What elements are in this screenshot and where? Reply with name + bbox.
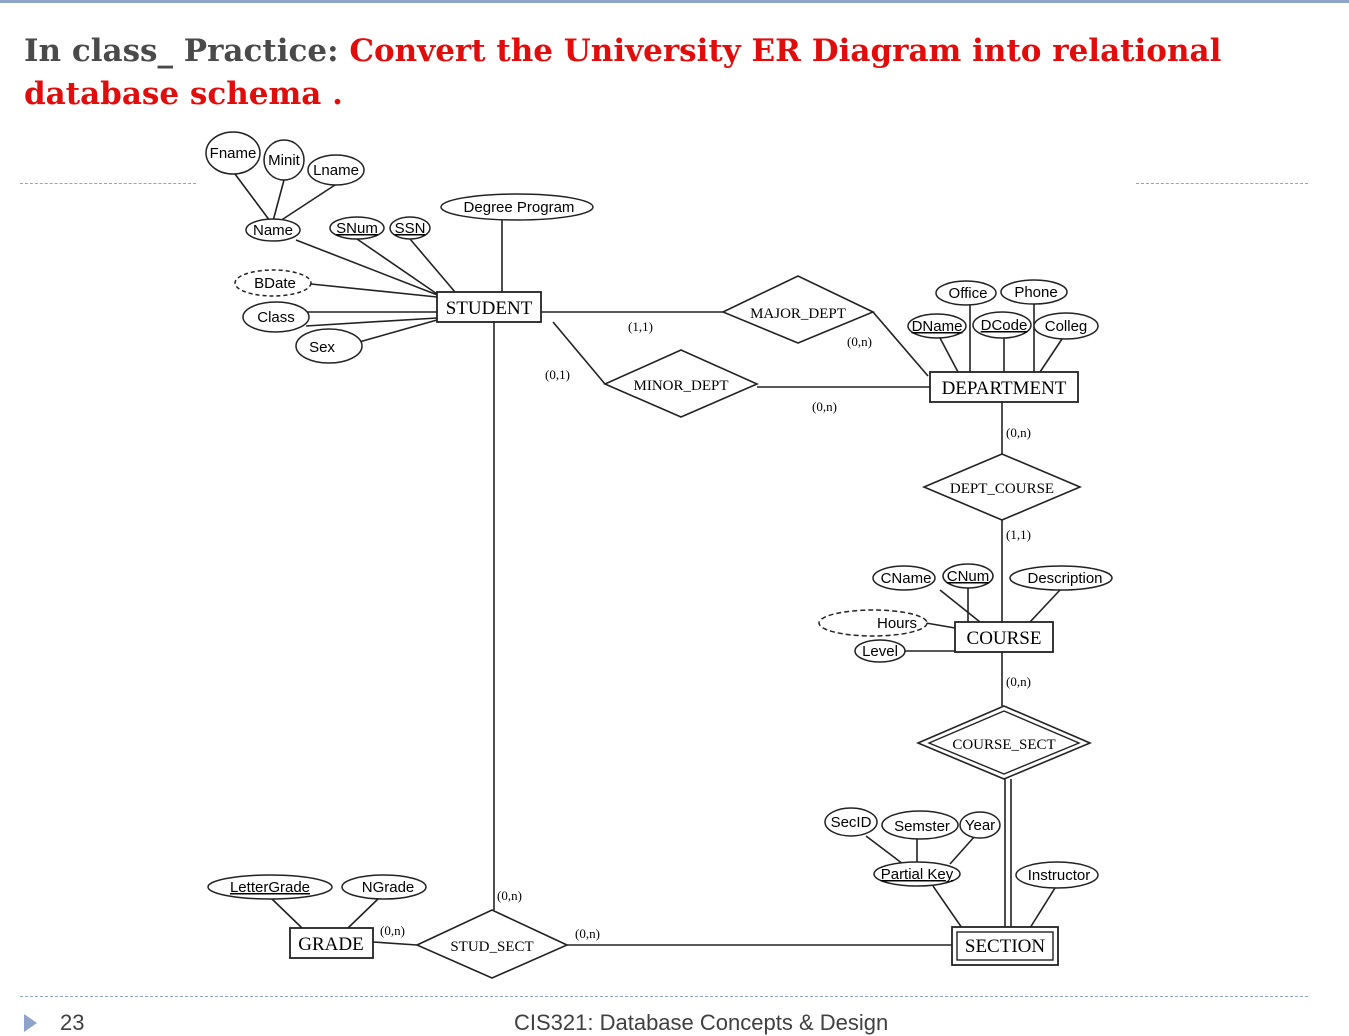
attr-degree-program[interactable]: Degree Program xyxy=(440,193,594,221)
er-diagram: STUDENT DEPARTMENT COURSE SECTION GRADE … xyxy=(205,131,1113,979)
attr-name[interactable]: Name xyxy=(245,218,301,242)
svg-text:Name: Name xyxy=(253,222,293,239)
relationship-stud-sect[interactable]: STUD_SECT xyxy=(415,909,569,979)
attr-secid[interactable]: SecID xyxy=(824,807,878,837)
attr-sex[interactable]: Sex xyxy=(295,328,363,364)
cardinality-dept-course-dept: (0,n) xyxy=(1006,425,1031,440)
cardinality-dept-course-course: (1,1) xyxy=(1006,527,1031,542)
svg-text:Description: Description xyxy=(1027,570,1102,587)
title-lead: In class_ Practice: xyxy=(24,33,350,69)
attr-dname[interactable]: DName xyxy=(907,313,967,339)
svg-text:Degree Program: Degree Program xyxy=(464,199,575,216)
relationship-course-sect[interactable]: COURSE_SECT xyxy=(915,705,1093,780)
svg-text:LetterGrade: LetterGrade xyxy=(230,879,310,896)
cardinality-minor-student: (0,1) xyxy=(545,367,570,382)
cardinality-major-student: (1,1) xyxy=(628,319,653,334)
cardinality-labels: (1,1) (0,n) (0,1) (0,n) (0,n) (1,1) (0,n… xyxy=(380,319,1031,941)
attr-cnum[interactable]: CNum xyxy=(942,563,994,589)
attr-description[interactable]: Description xyxy=(1009,565,1113,591)
page-number: 23 xyxy=(60,1010,85,1035)
attr-instructor[interactable]: Instructor xyxy=(1015,861,1099,889)
entity-label: GRADE xyxy=(298,934,363,955)
relationship-label: MAJOR_DEPT xyxy=(750,306,846,322)
svg-text:SecID: SecID xyxy=(831,814,872,831)
attr-phone[interactable]: Phone xyxy=(1000,279,1068,305)
relationship-label: DEPT_COURSE xyxy=(950,481,1054,497)
attr-letter-grade[interactable]: LetterGrade xyxy=(207,874,333,900)
cardinality-major-dept: (0,n) xyxy=(847,334,872,349)
svg-text:Partial Key: Partial Key xyxy=(881,866,954,883)
cardinality-stud-sect-section: (0,n) xyxy=(575,926,600,941)
svg-text:Colleg: Colleg xyxy=(1045,318,1088,335)
footer-triangle-icon xyxy=(24,1014,37,1032)
svg-text:Class: Class xyxy=(257,309,295,326)
attr-fname[interactable]: Fname xyxy=(205,131,261,175)
top-rule xyxy=(0,0,1349,3)
svg-text:NGrade: NGrade xyxy=(362,879,415,896)
relationship-label: COURSE_SECT xyxy=(952,737,1055,753)
footer-rule xyxy=(20,996,1308,997)
svg-text:Instructor: Instructor xyxy=(1028,867,1091,884)
svg-text:Fname: Fname xyxy=(210,145,257,162)
attr-cname[interactable]: CName xyxy=(872,565,936,591)
attr-lname[interactable]: Lname xyxy=(307,154,365,186)
entity-grade[interactable]: GRADE xyxy=(289,927,374,959)
relationship-dept-course[interactable]: DEPT_COURSE xyxy=(921,453,1083,521)
svg-text:Sex: Sex xyxy=(309,339,335,356)
relationship-major-dept[interactable]: MAJOR_DEPT xyxy=(721,275,875,344)
identifying-link xyxy=(1004,779,1012,927)
svg-text:Lname: Lname xyxy=(313,162,359,179)
connector-lines xyxy=(234,173,1063,946)
entity-label: COURSE xyxy=(967,628,1042,649)
svg-text:Year: Year xyxy=(965,817,995,834)
svg-text:DName: DName xyxy=(912,318,963,335)
upper-left-rule xyxy=(20,183,196,184)
svg-text:SSN: SSN xyxy=(395,220,426,237)
svg-text:SNum: SNum xyxy=(336,220,378,237)
entity-label: SECTION xyxy=(965,936,1046,957)
cardinality-minor-dept: (0,n) xyxy=(812,399,837,414)
attr-semster[interactable]: Semster xyxy=(881,810,959,840)
entity-department[interactable]: DEPARTMENT xyxy=(929,371,1079,403)
attr-class[interactable]: Class xyxy=(242,301,310,333)
upper-right-rule xyxy=(1136,183,1308,184)
svg-text:Semster: Semster xyxy=(894,818,950,835)
attr-office[interactable]: Office xyxy=(935,280,997,306)
attr-level[interactable]: Level xyxy=(854,639,906,663)
cardinality-stud-sect-grade: (0,n) xyxy=(380,923,405,938)
svg-text:DCode: DCode xyxy=(981,317,1028,334)
relationship-label: MINOR_DEPT xyxy=(633,378,728,394)
attr-hours[interactable]: Hours xyxy=(818,609,928,637)
attr-colleg[interactable]: Colleg xyxy=(1033,312,1099,340)
relationship-minor-dept[interactable]: MINOR_DEPT xyxy=(603,349,759,418)
attr-partial-key[interactable]: Partial Key xyxy=(873,861,961,887)
svg-text:Minit: Minit xyxy=(268,152,301,169)
slide-title: In class_ Practice: Convert the Universi… xyxy=(24,30,1324,116)
svg-text:Phone: Phone xyxy=(1014,284,1057,301)
svg-text:CName: CName xyxy=(881,570,932,587)
attr-minit[interactable]: Minit xyxy=(263,139,305,181)
title-main: Convert the University ER Diagram into r… xyxy=(24,33,1222,112)
entity-label: STUDENT xyxy=(446,298,533,319)
svg-text:Level: Level xyxy=(862,643,898,660)
relationship-label: STUD_SECT xyxy=(450,939,533,955)
attr-bdate[interactable]: BDate xyxy=(234,269,312,297)
attr-ssn[interactable]: SSN xyxy=(389,216,431,240)
course-footer: CIS321: Database Concepts & Design xyxy=(514,1010,889,1035)
cardinality-stud-sect-student: (0,n) xyxy=(497,888,522,903)
attr-ngrade[interactable]: NGrade xyxy=(341,874,427,900)
entity-student[interactable]: STUDENT xyxy=(436,291,542,323)
cardinality-course-sect-course: (0,n) xyxy=(1006,674,1031,689)
entity-section[interactable]: SECTION xyxy=(951,926,1059,966)
attr-snum[interactable]: SNum xyxy=(329,216,385,240)
attr-dcode[interactable]: DCode xyxy=(972,311,1032,339)
entity-label: DEPARTMENT xyxy=(942,378,1067,399)
svg-text:CNum: CNum xyxy=(947,568,990,585)
attr-year[interactable]: Year xyxy=(959,811,1001,839)
svg-text:Hours: Hours xyxy=(877,615,917,632)
svg-text:BDate: BDate xyxy=(254,275,296,292)
svg-text:Office: Office xyxy=(949,285,988,302)
entity-course[interactable]: COURSE xyxy=(954,621,1054,653)
